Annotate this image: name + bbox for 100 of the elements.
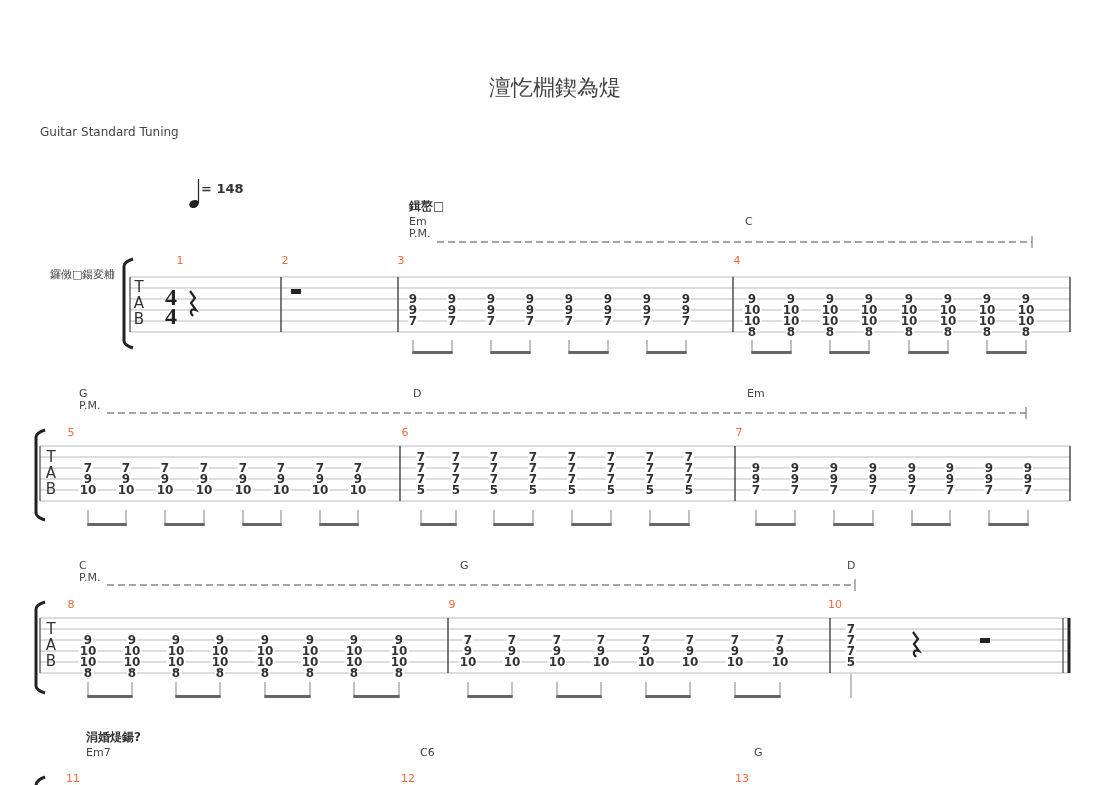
fret-number: 9	[828, 463, 840, 473]
measure-number: 12	[401, 772, 415, 784]
fret-number: 5	[450, 485, 462, 495]
measure-number: 1	[176, 254, 184, 266]
fret-number: 7	[450, 474, 462, 484]
fret-number: 7	[415, 474, 427, 484]
measure-number: 5	[67, 426, 75, 438]
fret-number: 9	[485, 305, 497, 315]
measure-number: 10	[828, 598, 842, 610]
fret-number: 9	[867, 463, 879, 473]
fret-number: 7	[506, 635, 518, 645]
fret-number: 7	[683, 474, 695, 484]
fret-number: 10	[122, 646, 142, 656]
chord-name: G	[754, 747, 763, 758]
fret-number: 10	[938, 305, 958, 315]
fret-number: 7	[450, 452, 462, 462]
fret-number: 9	[348, 635, 360, 645]
fret-number: 10	[78, 646, 98, 656]
fret-number: 9	[746, 294, 758, 304]
fret-number: 8	[863, 327, 875, 337]
fret-number: 9	[170, 635, 182, 645]
fret-number: 10	[389, 646, 409, 656]
chord-name: Em	[747, 388, 765, 399]
fret-number: 9	[750, 474, 762, 484]
fret-number: 10	[781, 305, 801, 315]
fret-number: 10	[977, 316, 997, 326]
fret-number: 7	[450, 463, 462, 473]
fret-number: 7	[640, 635, 652, 645]
fret-number: 9	[750, 463, 762, 473]
fret-number: 7	[683, 463, 695, 473]
fret-number: 7	[462, 635, 474, 645]
measure-number: 13	[735, 772, 749, 784]
fret-number: 8	[304, 668, 316, 678]
fret-number: 5	[605, 485, 617, 495]
tab-clef-letter: T	[46, 621, 56, 637]
fret-number: 7	[566, 474, 578, 484]
fret-number: 7	[527, 463, 539, 473]
fret-number: 10	[348, 485, 368, 495]
fret-number: 10	[725, 657, 745, 667]
fret-number: 7	[602, 316, 614, 326]
fret-number: 7	[845, 646, 857, 656]
fret-number: 8	[903, 327, 915, 337]
fret-number: 9	[120, 474, 132, 484]
palm-mute-label: P.M.	[79, 400, 101, 411]
fret-number: 9	[944, 474, 956, 484]
fret-number: 10	[300, 657, 320, 667]
fret-number: 8	[1020, 327, 1032, 337]
fret-number: 10	[233, 485, 253, 495]
fret-number: 8	[785, 327, 797, 337]
fret-number: 7	[1022, 485, 1034, 495]
fret-number: 10	[155, 485, 175, 495]
chord-name: C6	[420, 747, 435, 758]
fret-number: 7	[407, 316, 419, 326]
section-label: 鍓嶅□	[409, 200, 445, 212]
fret-number: 9	[82, 474, 94, 484]
fret-number: 8	[259, 668, 271, 678]
fret-number: 9	[789, 474, 801, 484]
fret-number: 10	[781, 316, 801, 326]
fret-number: 10	[389, 657, 409, 667]
fret-number: 10	[938, 316, 958, 326]
fret-number: 7	[774, 635, 786, 645]
fret-number: 10	[899, 316, 919, 326]
chord-name: D	[847, 560, 856, 571]
fret-number: 10	[310, 485, 330, 495]
fret-number: 5	[415, 485, 427, 495]
fret-number: 7	[845, 635, 857, 645]
fret-number: 9	[981, 294, 993, 304]
fret-number: 7	[684, 635, 696, 645]
fret-number: 10	[680, 657, 700, 667]
palm-mute-label: P.M.	[409, 228, 431, 239]
fret-number: 10	[742, 305, 762, 315]
fret-number: 9	[944, 463, 956, 473]
fret-number: 10	[300, 646, 320, 656]
fret-number: 7	[605, 452, 617, 462]
fret-number: 9	[680, 305, 692, 315]
fret-number: 7	[644, 452, 656, 462]
fret-number: 9	[198, 474, 210, 484]
fret-number: 9	[942, 294, 954, 304]
fret-number: 10	[344, 657, 364, 667]
fret-number: 7	[828, 485, 840, 495]
tab-clef-letter: T	[46, 449, 56, 465]
fret-number: 10	[78, 657, 98, 667]
fret-number: 9	[595, 646, 607, 656]
chord-name: Em	[409, 216, 427, 227]
fret-number: 9	[641, 305, 653, 315]
fret-number: 7	[82, 463, 94, 473]
fret-number: 7	[983, 485, 995, 495]
fret-number: 7	[729, 635, 741, 645]
measure-number: 8	[67, 598, 75, 610]
measure-number: 9	[448, 598, 456, 610]
fret-number: 8	[981, 327, 993, 337]
fret-number: 8	[170, 668, 182, 678]
fret-number: 9	[275, 474, 287, 484]
fret-number: 7	[566, 452, 578, 462]
fret-number: 10	[1016, 305, 1036, 315]
fret-number: 8	[348, 668, 360, 678]
fret-number: 9	[903, 294, 915, 304]
tab-clef-letter: T	[134, 279, 144, 295]
fret-number: 7	[683, 452, 695, 462]
fret-number: 7	[644, 463, 656, 473]
